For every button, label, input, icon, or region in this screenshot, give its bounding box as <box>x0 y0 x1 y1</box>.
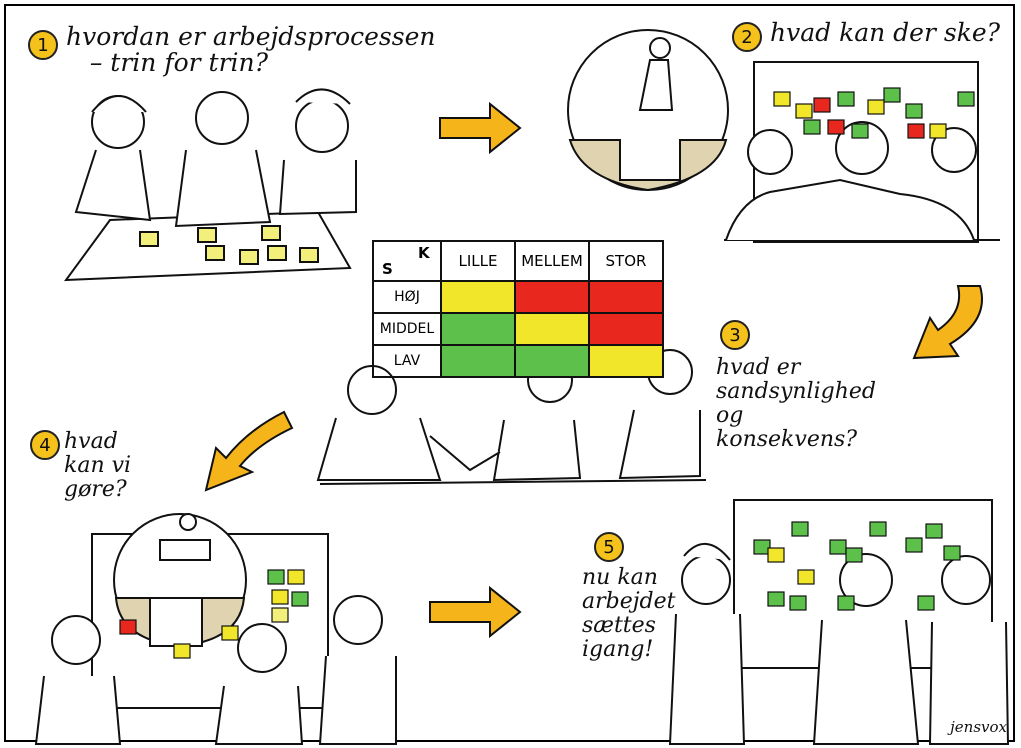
artist-signature: jensvox <box>950 718 1007 736</box>
arrow-4-to-5 <box>429 585 522 639</box>
step-4-number: 4 <box>30 430 60 460</box>
matrix-row-label: LAV <box>372 344 442 378</box>
matrix-cell <box>440 344 516 378</box>
matrix-cell <box>440 280 516 314</box>
scene-1-planning <box>63 88 357 282</box>
matrix-cell <box>588 280 664 314</box>
step-3-number: 3 <box>720 320 750 350</box>
matrix-col-header: STOR <box>588 240 664 282</box>
matrix-row-label: MIDDEL <box>372 312 442 346</box>
scene-5-sticky-notes <box>753 521 961 611</box>
matrix-cell <box>514 280 590 314</box>
matrix-cell <box>514 312 590 346</box>
scene-2-sticky-notes <box>773 87 975 139</box>
matrix-corner: K S <box>372 240 442 282</box>
matrix-row: HØJ <box>372 280 664 314</box>
matrix-corner-s: S <box>382 260 393 278</box>
matrix-col-header: MELLEM <box>514 240 590 282</box>
risk-matrix: K S LILLE MELLEM STOR HØJ MIDDEL LAV <box>372 240 664 378</box>
step-5-text: nu kan arbejdet sættes igang! <box>582 565 676 662</box>
matrix-cell <box>588 312 664 346</box>
step-1-text: hvordan er arbejdsprocessen – trin for t… <box>66 22 436 77</box>
matrix-row: MIDDEL <box>372 312 664 346</box>
step-3-text: hvad er sandsynlighed og konsekvens? <box>716 355 876 452</box>
flow-arrows <box>204 101 983 639</box>
matrix-cell <box>514 344 590 378</box>
step-2-text: hvad kan der ske? <box>770 18 1001 47</box>
matrix-corner-k: K <box>418 244 430 262</box>
scene-4-measures <box>34 513 397 745</box>
arrow-3-to-4 <box>204 410 294 492</box>
scene-5-go <box>668 499 1010 745</box>
scene-2-brainstorm <box>567 29 1000 243</box>
step-2-number: 2 <box>732 22 762 52</box>
matrix-row: LAV <box>372 344 664 378</box>
arrow-1-to-2 <box>439 101 522 155</box>
matrix-cell <box>440 312 516 346</box>
scene-4-sticky-notes <box>119 569 309 659</box>
matrix-cell <box>588 344 664 378</box>
step-5-number: 5 <box>594 532 624 562</box>
step-1-number: 1 <box>28 30 58 60</box>
arrow-2-to-3 <box>912 285 983 360</box>
step-4-text: hvad kan vi gøre? <box>64 429 132 502</box>
matrix-row-label: HØJ <box>372 280 442 314</box>
matrix-col-header: LILLE <box>440 240 516 282</box>
